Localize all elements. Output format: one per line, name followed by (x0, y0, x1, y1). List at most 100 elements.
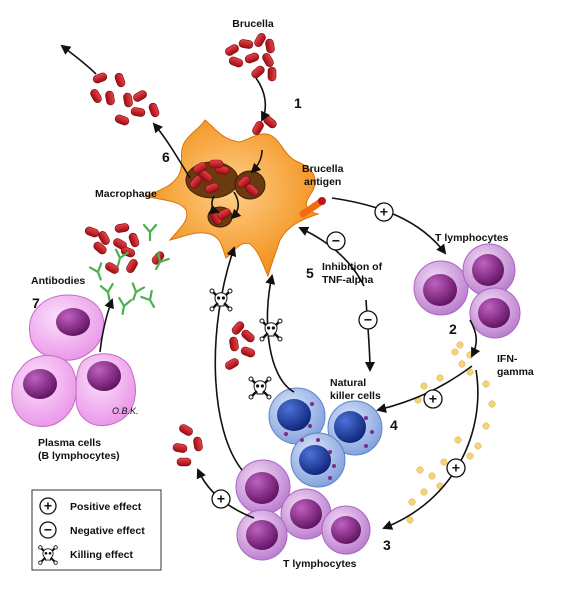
arrow-inside-macrophage-b (230, 191, 242, 220)
natural-killer-cells (268, 387, 383, 488)
brucella-bacterium (229, 336, 239, 352)
brucella-bacterium (263, 115, 277, 129)
t-lymphocytes-top (413, 243, 521, 339)
label-ifn-1: IFN- (497, 353, 518, 365)
arrow-macrophage-release (152, 122, 191, 179)
brucella-bacterium (126, 259, 138, 273)
skull-icon (38, 545, 58, 565)
ifn-gamma-molecule (454, 436, 462, 444)
ifn-gamma-molecule (482, 422, 490, 430)
minus-symbol: − (364, 312, 372, 328)
brucella-bacterium (84, 226, 100, 238)
t-lymphocytes-bottom (235, 459, 371, 561)
brucella-bacterium (208, 159, 224, 169)
nk-granule (310, 402, 314, 406)
brucella-bacterium (193, 162, 207, 174)
ifn-gamma-molecule (436, 374, 444, 382)
label-t-lymphocytes-bottom: T lymphocytes (283, 558, 357, 570)
label-ifn-2: gamma (497, 366, 534, 378)
brucella-bacterium (193, 436, 203, 452)
antibody (140, 289, 156, 309)
arrow-inhibition-to-macrophage (298, 226, 365, 287)
nk-granules (284, 402, 374, 480)
ifn-gamma-molecules (406, 341, 496, 524)
label-inhibition-2: TNF-alpha (322, 274, 373, 286)
antibody (131, 282, 146, 301)
nk-granule (364, 416, 368, 420)
step-1: 1 (294, 95, 302, 111)
legend-killing: Killing effect (70, 549, 134, 561)
brucella-bacterium (130, 107, 146, 117)
brucella-bacterium (245, 183, 259, 197)
brucella-bacterium (90, 89, 102, 103)
brucella-bacterium (238, 39, 254, 49)
antibody (99, 282, 114, 301)
ifn-gamma-molecule (420, 382, 428, 390)
brucella-antigen-marker (299, 197, 326, 218)
arrow-t-cells-to-ifn (469, 319, 481, 358)
brucella-bacterium (105, 90, 115, 106)
brucella-bacterium (98, 231, 110, 245)
ifn-gamma-molecule (416, 466, 424, 474)
brucella-bacterium (231, 321, 245, 335)
step-7: 7 (32, 295, 40, 311)
nk-granule (364, 444, 368, 448)
label-plasma-2: (B lymphocytes) (38, 450, 120, 462)
legend-positive: Positive effect (70, 501, 142, 513)
brucella-bacteria-group (84, 33, 277, 467)
ifn-gamma-molecule (451, 348, 459, 356)
label-inhibition-1: Inhibition of (322, 261, 383, 273)
nk-granule (308, 424, 312, 428)
legend-negative: Negative effect (70, 525, 145, 537)
plus-symbol: + (217, 491, 225, 507)
label-nk-2: killer cells (330, 390, 381, 402)
nk-granule (316, 438, 320, 442)
nk-granule (332, 464, 336, 468)
minus-symbol: − (332, 233, 340, 249)
legend-plus-symbol: + (44, 498, 52, 514)
label-plasma-1: Plasma cells (38, 437, 101, 449)
arrow-bacteria-escape (60, 44, 97, 75)
step-3: 3 (383, 537, 391, 553)
brucella-bacterium (225, 358, 239, 370)
brucella-bacterium (179, 424, 193, 436)
arrow-inhibition-to-nk (364, 299, 375, 372)
brucella-bacterium (225, 44, 239, 56)
plus-symbol: + (452, 460, 460, 476)
nk-granule (370, 430, 374, 434)
nk-granule (328, 450, 332, 454)
brucella-bacterium (262, 53, 274, 67)
ifn-gamma-molecule (440, 458, 448, 466)
antibody (88, 262, 103, 281)
brucella-bacterium (93, 241, 107, 255)
label-brucella: Brucella (232, 18, 274, 30)
step-2: 2 (449, 321, 457, 337)
antibody (142, 223, 158, 242)
plus-symbol: + (429, 391, 437, 407)
brucella-bacterium (267, 66, 277, 82)
brucella-bacterium (133, 90, 147, 102)
nk-granule (328, 476, 332, 480)
label-antibodies: Antibodies (31, 275, 85, 287)
label-nk-1: Natural (330, 377, 366, 389)
skull-icon (248, 376, 272, 400)
arrow-inside-macrophage-a (208, 195, 220, 215)
arrow-antigen-to-t-cells (331, 197, 447, 255)
diagram-labels: Brucella Macrophage Brucella antigen T l… (31, 18, 534, 570)
skull-icon (259, 318, 283, 342)
ifn-gamma-molecule (488, 400, 496, 408)
brucella-bacterium (114, 72, 126, 88)
plus-symbol: + (380, 204, 388, 220)
ifn-gamma-molecule (458, 360, 466, 368)
ifn-gamma-molecule (420, 488, 428, 496)
brucella-bacterium (252, 121, 264, 135)
arrow-bacteria-into-macrophage (255, 77, 271, 122)
brucella-bacterium (148, 102, 160, 118)
ifn-gamma-molecule (466, 452, 474, 460)
legend-skull-icon (38, 545, 58, 565)
antibody (154, 251, 170, 271)
nk-granule (300, 438, 304, 442)
arrow-inside-macrophage-c (250, 149, 263, 174)
brucella-bacterium (176, 457, 192, 467)
brucella-bacterium (228, 56, 244, 68)
